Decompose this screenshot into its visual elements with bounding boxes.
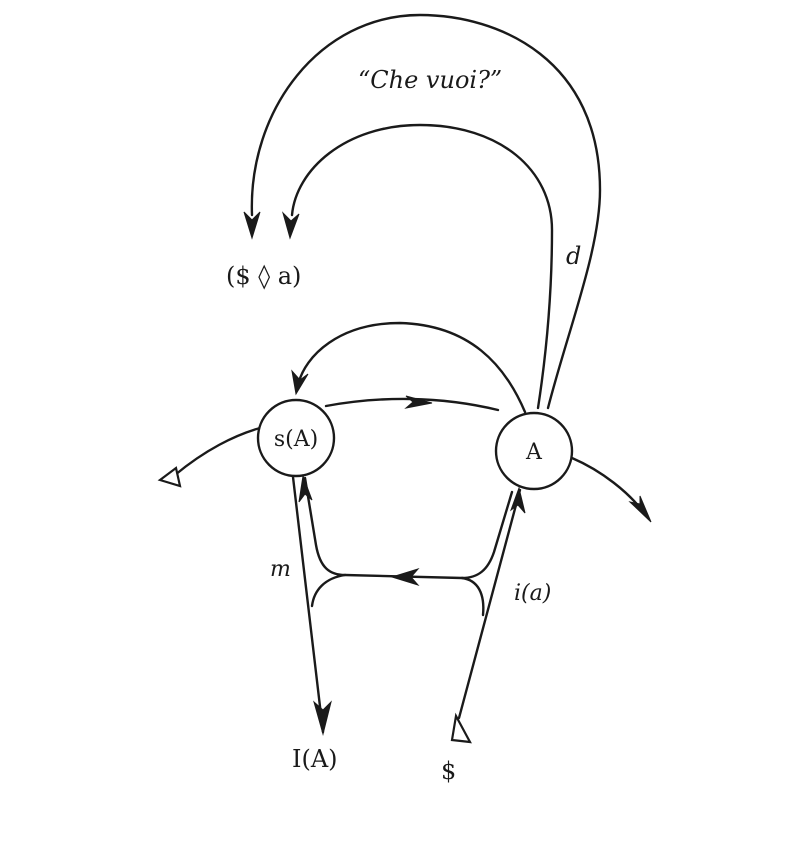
signifier-chain-right-arrowhead	[628, 495, 652, 523]
node-s-of-A-label: s(A)	[274, 427, 318, 452]
subject-to-A-arrowhead	[509, 486, 526, 514]
signifier-chain-tail	[157, 466, 182, 488]
outer-arc-arrowhead	[243, 211, 261, 240]
subject-tail	[450, 712, 472, 744]
ideal-ego-arrowhead	[313, 700, 332, 736]
signifier-chain-left	[173, 426, 262, 477]
node-A-label: A	[525, 440, 543, 465]
path-subject-to-A	[457, 488, 522, 720]
ideal-ego-label: I(A)	[292, 745, 338, 773]
inner-upper-arc	[290, 123, 554, 410]
return-arc-arrowhead	[291, 369, 309, 396]
drive-label: d	[566, 242, 581, 270]
che-vuoi-outer-arc	[250, 13, 602, 410]
subject-label: $	[441, 757, 456, 785]
lower-bridge-right-shoulder	[460, 576, 485, 617]
lower-bridge-left-shoulder	[310, 573, 347, 608]
node-A	[494, 411, 574, 491]
signifier-chain-middle-arrowhead	[404, 395, 433, 409]
inner-arc-arrowhead	[282, 211, 300, 240]
left-up-arrowhead	[298, 474, 313, 503]
che-vuoi-label: “Che vuoi?”	[358, 66, 502, 94]
ego-image-label: i(a)	[514, 581, 551, 606]
return-arc-to-sA	[296, 321, 527, 414]
lower-bridge	[303, 476, 514, 580]
signifier-chain-right	[570, 456, 650, 520]
path-m-to-ideal-ego	[291, 475, 325, 734]
fantasy-formula-label: ($ ◊ a)	[226, 262, 301, 290]
meaning-path-label: m	[270, 557, 291, 582]
node-s-of-A	[256, 398, 336, 478]
lower-bridge-arrowhead	[390, 568, 420, 586]
